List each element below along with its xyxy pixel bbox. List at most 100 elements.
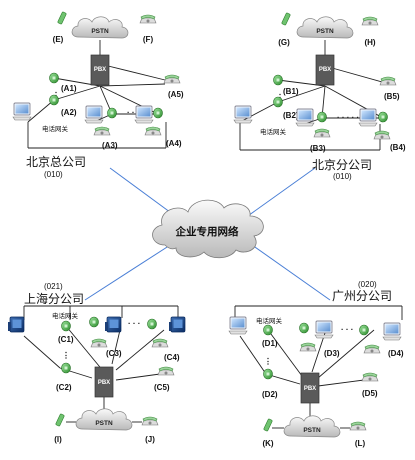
label-a3: (A3) [102,141,118,150]
desk-phone-icon [139,14,157,24]
desk-phone-icon [373,130,391,140]
gateway-text: 电话网关 [256,316,283,325]
office-code-gz: (020) [358,280,377,289]
gateway-icon [273,74,283,86]
desk-phone-icon [144,126,162,136]
gateway-icon [153,107,163,119]
pc-icon [104,316,122,333]
gateway-icon [359,324,369,336]
gateway-icon [378,111,388,123]
label-a5: (A5) [168,90,184,99]
pbx-label: PBX [319,67,331,73]
label-d5: (D5) [362,389,378,398]
label-g: (G) [278,38,290,47]
gateway-text: 电话网关 [42,124,69,133]
wan-links [84,167,331,301]
desk-phone-icon [379,76,397,86]
label-c4: (C4) [164,353,180,362]
ellipsis-h: · · · [341,325,353,334]
label-a1: (A1) [61,84,77,93]
label-h: (H) [364,38,375,47]
mobile-phone-icon [55,413,65,427]
pc-icon [358,108,378,127]
label-c1: (C1) [58,335,74,344]
gateway-icon [107,107,117,119]
desk-phone-icon [90,338,108,348]
ellipsis-h: · · · [128,319,140,328]
pc-icon [7,316,25,333]
gateway-icon [89,316,99,328]
label-a2: (A2) [61,108,77,117]
office-code-sh: (021) [44,282,63,291]
label-b1: (B1) [283,87,299,96]
desk-phone-icon [361,372,379,382]
pc-icon [295,108,315,127]
desk-phone-icon [93,126,111,136]
pc-icon [228,316,248,335]
label-d1: (D1) [262,339,278,348]
ellipsis-h: · · · · · [337,113,359,122]
office-name-bj-br: 北京分公司 [312,158,372,172]
gateway-icon [61,320,71,332]
gateway-text: 电话网关 [52,311,79,320]
office-sh: (021) 上海分公司 电话网关 (C1) ⋮ (C2) (C3) · · · … [7,282,186,444]
pc-icon [382,322,402,341]
office-name-bj-hq: 北京总公司 [26,155,86,169]
label-a4: (A4) [166,139,182,148]
label-d3: (D3) [324,349,340,358]
enterprise-cloud [152,199,264,259]
label-b5: (B5) [384,92,400,101]
label-i: (I) [54,435,62,444]
enterprise-network: 企业专用网络 [152,199,264,259]
pbx-label: PBX [98,380,110,386]
gateway-icon [317,111,327,123]
pc-icon [314,320,334,339]
label-b4: (B4) [390,143,406,152]
pc-icon [84,105,104,124]
mobile-phone-icon [263,418,273,432]
pstn-label: PSTN [316,28,334,35]
desk-phone-icon [349,421,367,431]
wan-link-bj-br [244,167,316,219]
office-code-bj-br: (010) [333,172,352,181]
office-bj-hq: PSTN (E) (F) PBX (A1) ⋮ (A2) 电话网关 (A3) ·… [12,11,184,179]
pc-icon [12,102,32,121]
gateway-icon [49,94,59,106]
label-e: (E) [53,35,64,44]
gateway-icon [263,324,273,336]
pbx-label: PBX [94,67,106,73]
gateway-icon [273,96,283,108]
desk-phone-icon [163,74,181,84]
desk-phone-icon [151,338,169,348]
enterprise-network-label: 企业专用网络 [175,225,239,238]
wan-link-bj-hq [109,167,179,219]
gateway-text: 电话网关 [260,127,287,136]
ellipsis: ⋮ [62,351,70,360]
pstn-label: PSTN [95,420,113,427]
desk-phone-icon [363,344,381,354]
office-name-gz: 广州分公司 [332,289,392,303]
label-j: (J) [145,435,155,444]
pstn-label: PSTN [303,427,321,434]
wan-link-gz [244,239,331,301]
desk-phone-icon [141,416,159,426]
label-c5: (C5) [154,383,170,392]
gateway-icon [263,368,273,380]
office-gz: (020) 广州分公司 电话网关 (D1) ⋮ (D2) (D3) · · · … [228,280,404,448]
label-c3: (C3) [106,349,122,358]
pbx-label: PBX [304,386,316,392]
gateway-icon [299,322,309,334]
label-d4: (D4) [388,349,404,358]
wan-link-sh [84,239,179,301]
office-code-bj-hq: (010) [44,170,63,179]
gateway-icon [147,318,157,330]
label-l: (L) [355,439,366,448]
gateway-icon [49,72,59,84]
desk-phone-icon [313,128,331,138]
pc-icon [168,316,186,333]
mobile-phone-icon [281,12,291,26]
gateway-icon [61,362,71,374]
office-name-sh: 上海分公司 [24,291,84,306]
